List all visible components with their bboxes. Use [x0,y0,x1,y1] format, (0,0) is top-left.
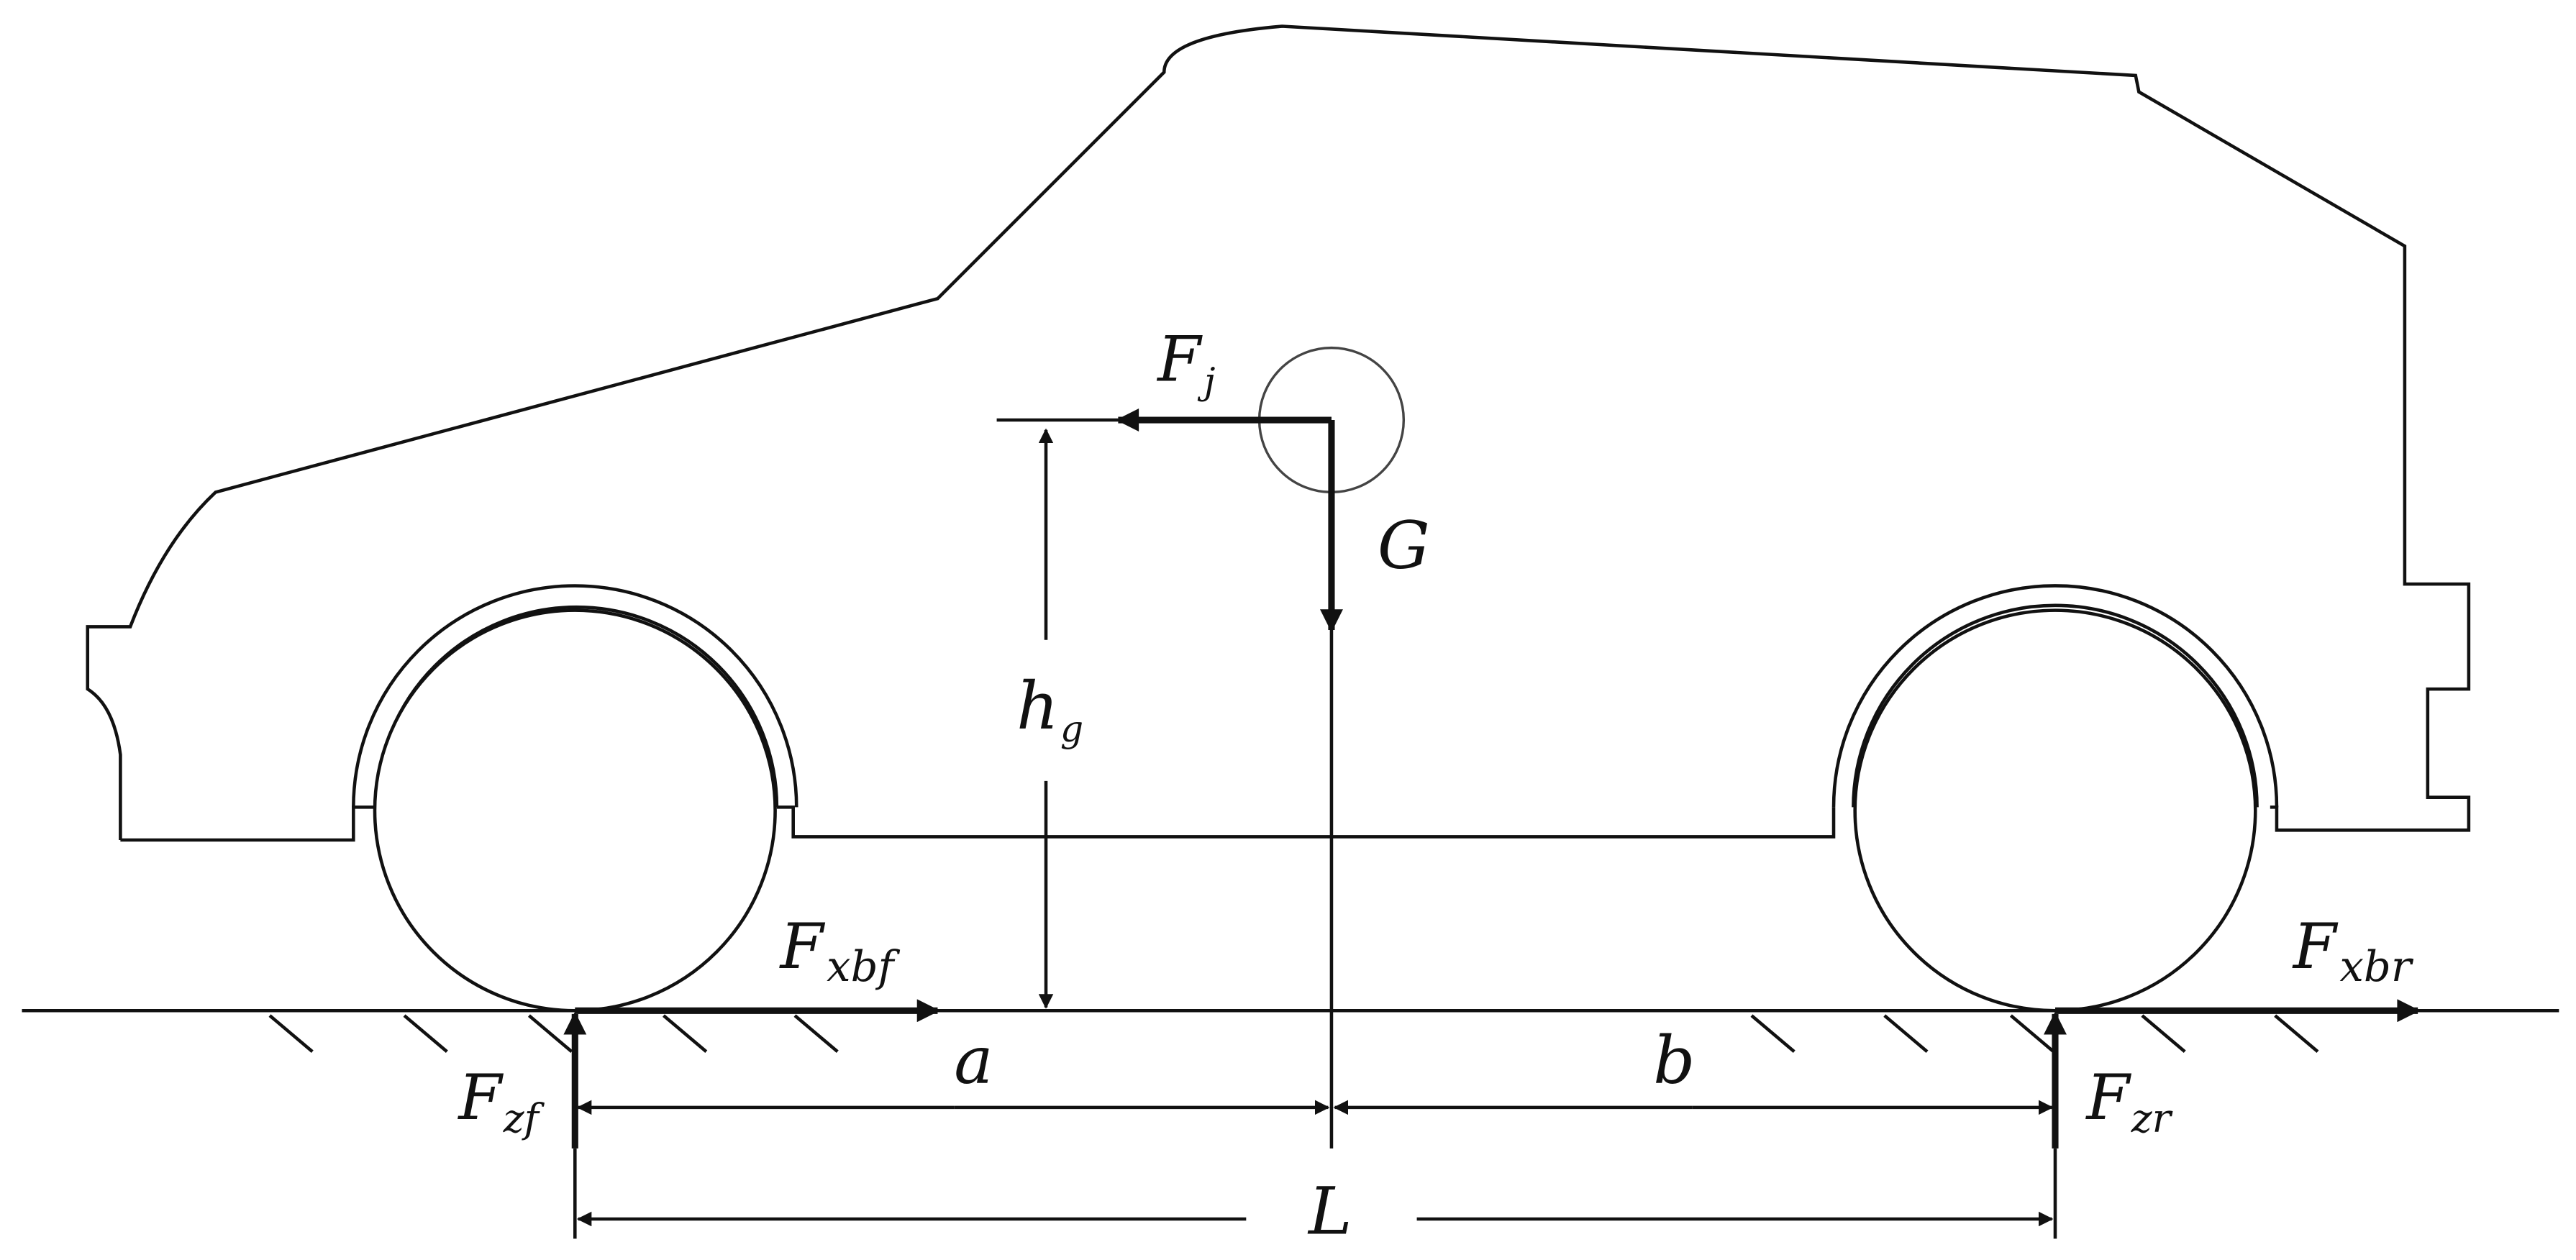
rear-wheel-arch-inner [1852,603,2259,808]
front-wheel [373,608,777,1013]
front-normal-force-label: Fzf [457,1062,545,1141]
front-distance-label: a [954,1022,993,1099]
car-body-outline [86,24,2471,842]
front-wheel-arch [352,584,798,808]
rear-wheel-arch [1831,584,2279,808]
rear-distance-label: b [1653,1022,1695,1099]
gravity-label: G [1378,506,1430,583]
wheelbase-label: L [1307,1173,1352,1250]
rear-wheel [1853,608,2257,1013]
ground-hatching [268,1014,2319,1054]
rear-normal-force-label: Fzr [2085,1062,2172,1141]
